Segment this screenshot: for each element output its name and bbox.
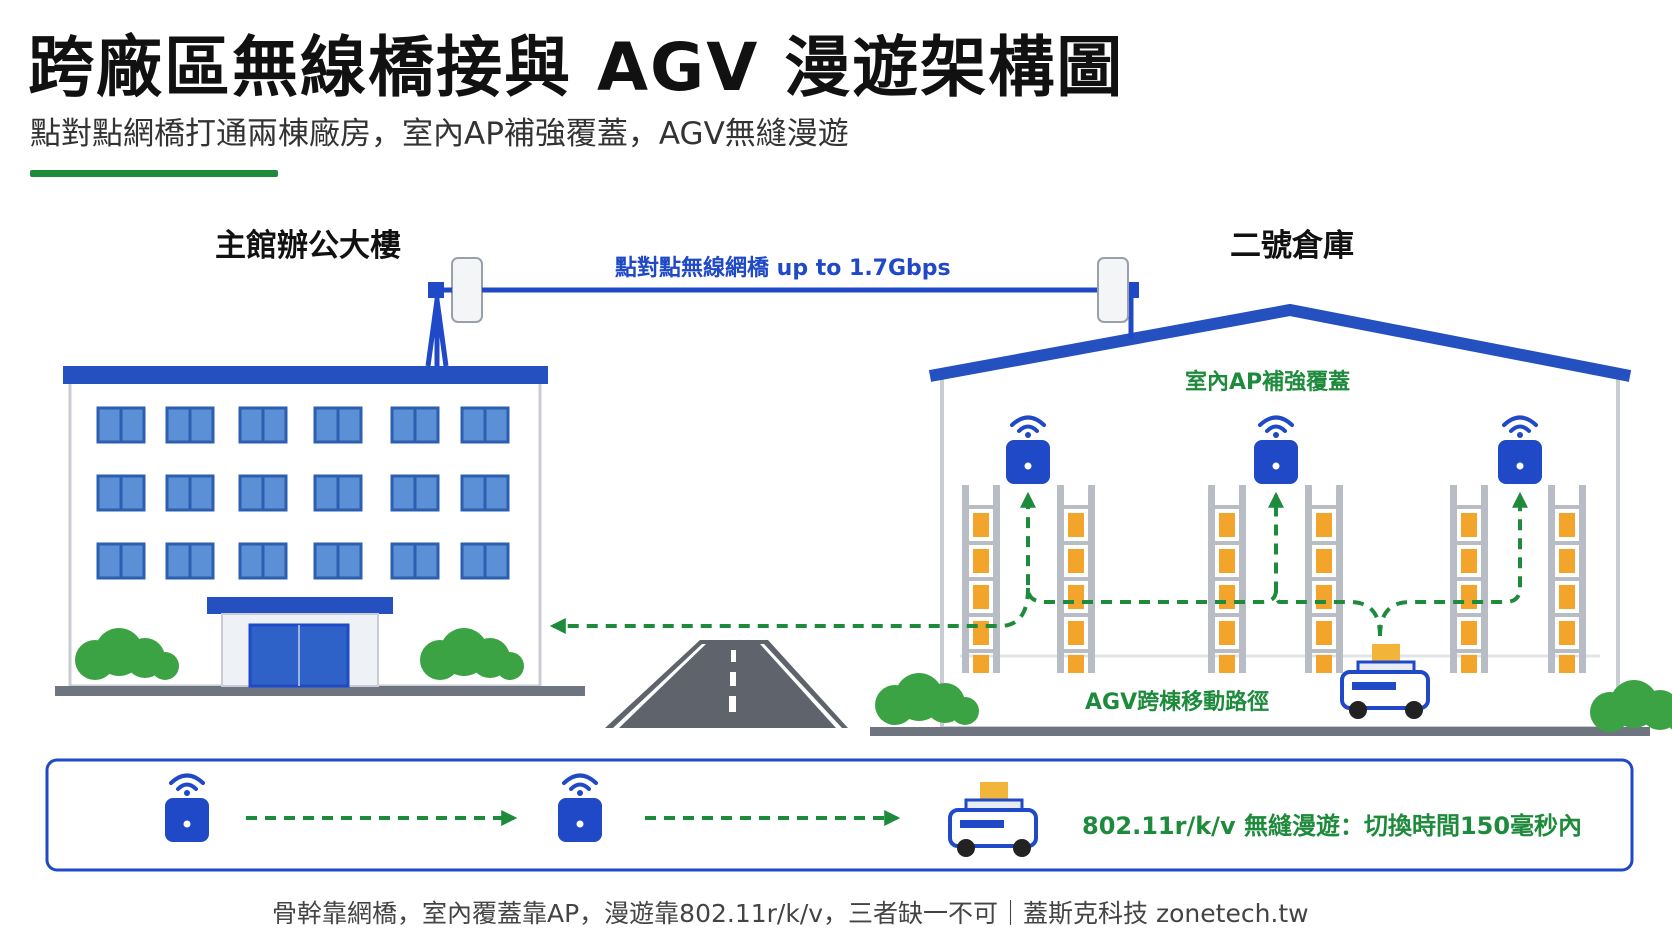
warehouse-label: 二號倉庫: [1230, 228, 1354, 264]
page-title: 跨廠區無線橋接與 AGV 漫遊架構圖: [28, 29, 1125, 106]
agv-roaming-path: [549, 491, 1528, 637]
main-building: [55, 257, 585, 696]
agv-path-label: AGV跨棟移動路徑: [1085, 690, 1270, 715]
footer-text: 骨幹靠網橋，室內覆蓋靠AP，漫遊靠802.11r/k/v，三者缺一不可｜蓋斯克科…: [272, 899, 1309, 928]
bridge-antenna-icon: [1097, 257, 1129, 323]
road-icon: [605, 640, 848, 728]
warehouse-building: [870, 257, 1650, 736]
legend-box: [45, 758, 1634, 872]
main-building-label: 主館辦公大樓: [215, 228, 401, 264]
page-subtitle: 點對點網橋打通兩棟廠房，室內AP補強覆蓋，AGV無縫漫遊: [30, 116, 849, 152]
indoor-ap-label: 室內AP補強覆蓋: [1185, 370, 1351, 395]
bridge-antenna-icon: [451, 257, 483, 323]
title-accent-bar: [30, 170, 278, 177]
roaming-legend-text: 802.11r/k/v 無縫漫遊：切換時間150毫秒內: [1082, 812, 1583, 840]
bridge-link-label: 點對點無線網橋 up to 1.7Gbps: [615, 256, 951, 281]
